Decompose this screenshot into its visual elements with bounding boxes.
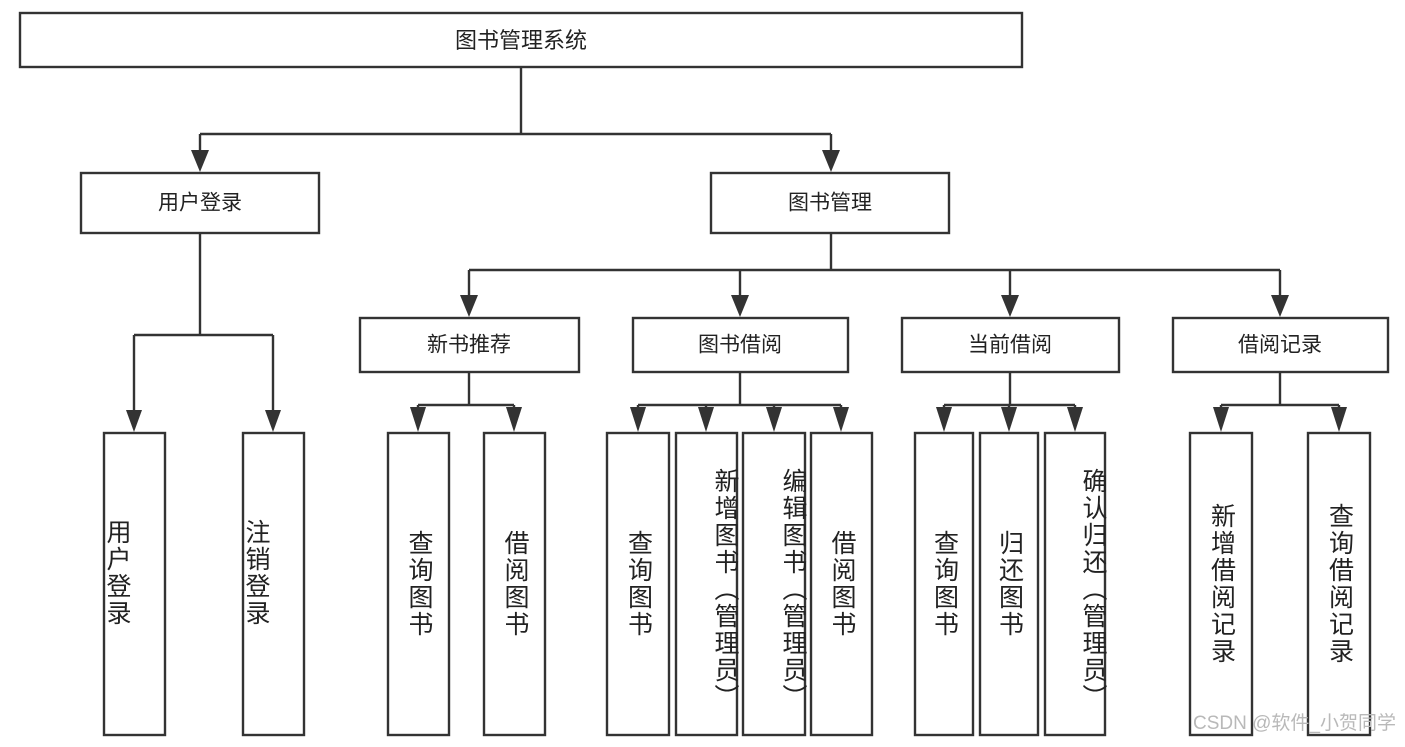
arrow-root-to-book-mgmt bbox=[822, 150, 840, 172]
node-user-login-box[interactable] bbox=[79, 171, 321, 235]
node-borrow-record-label: 借阅记录 bbox=[1238, 334, 1322, 357]
node-borrow-record-box[interactable] bbox=[1171, 316, 1390, 374]
arrow-current-leaf-3 bbox=[1067, 407, 1083, 432]
node-user-login[interactable]: 用户登录 bbox=[79, 171, 321, 235]
arrow-book-mgmt-child-3 bbox=[1001, 295, 1019, 317]
arrow-root-to-user-login bbox=[191, 150, 209, 172]
node-current-borrow-label: 当前借阅 bbox=[968, 334, 1052, 357]
leaf-box-edit-book-admin[interactable] bbox=[741, 431, 807, 737]
node-book-borrow-label: 图书借阅 bbox=[698, 334, 782, 357]
node-root-system-label: 图书管理系统 bbox=[455, 28, 587, 53]
leaf-box-add-borrow-record[interactable] bbox=[1188, 431, 1254, 737]
leaf-box-return-book[interactable] bbox=[978, 431, 1040, 737]
node-book-management-box[interactable] bbox=[709, 171, 951, 235]
leaf-box-logout[interactable] bbox=[241, 431, 306, 737]
arrow-new-book-leaf-2 bbox=[506, 407, 522, 432]
leaf-box-query-book-current[interactable] bbox=[913, 431, 975, 737]
node-new-book-recommend-label: 新书推荐 bbox=[427, 334, 511, 357]
arrow-borrow-leaf-1 bbox=[630, 407, 646, 432]
arrow-record-leaf-1 bbox=[1213, 407, 1229, 432]
csdn-watermark: CSDN @软件_小贺同学 bbox=[1193, 713, 1396, 734]
node-current-borrow[interactable]: 当前借阅 bbox=[900, 316, 1121, 374]
node-new-book-recommend-box[interactable] bbox=[358, 316, 581, 374]
node-current-borrow-box[interactable] bbox=[900, 316, 1121, 374]
arrow-user-login-leaf-1 bbox=[126, 410, 142, 432]
leaf-box-query-book-borrow[interactable] bbox=[605, 431, 671, 737]
arrow-current-leaf-1 bbox=[936, 407, 952, 432]
connector-layer bbox=[126, 67, 1347, 432]
node-borrow-record[interactable]: 借阅记录 bbox=[1171, 316, 1390, 374]
arrow-borrow-leaf-3 bbox=[766, 407, 782, 432]
leaf-box-add-book-admin[interactable] bbox=[674, 431, 739, 737]
leaf-box-borrow-book[interactable] bbox=[809, 431, 874, 737]
arrow-book-mgmt-child-1 bbox=[460, 295, 478, 317]
node-book-management[interactable]: 图书管理 bbox=[709, 171, 951, 235]
node-root-system[interactable]: 图书管理系统 bbox=[18, 11, 1024, 69]
arrow-book-mgmt-child-2 bbox=[731, 295, 749, 317]
node-new-book-recommend[interactable]: 新书推荐 bbox=[358, 316, 581, 374]
leaf-box-borrow-book-newbook[interactable] bbox=[482, 431, 547, 737]
node-book-borrow-box[interactable] bbox=[631, 316, 850, 374]
arrow-borrow-leaf-2 bbox=[698, 407, 714, 432]
node-book-management-label: 图书管理 bbox=[788, 192, 872, 215]
arrow-new-book-leaf-1 bbox=[410, 407, 426, 432]
leaf-box-query-borrow-record[interactable] bbox=[1306, 431, 1372, 737]
leaf-box-user-login[interactable] bbox=[102, 431, 167, 737]
arrow-record-leaf-2 bbox=[1331, 407, 1347, 432]
arrow-book-mgmt-child-4 bbox=[1271, 295, 1289, 317]
node-root-system-box[interactable] bbox=[18, 11, 1024, 69]
leaf-box-confirm-return-admin[interactable] bbox=[1043, 431, 1107, 737]
arrow-user-login-leaf-2 bbox=[265, 410, 281, 432]
node-user-login-label: 用户登录 bbox=[158, 192, 242, 215]
leaf-box-query-book-newbook[interactable] bbox=[386, 431, 451, 737]
node-book-borrow[interactable]: 图书借阅 bbox=[631, 316, 850, 374]
arrow-borrow-leaf-4 bbox=[833, 407, 849, 432]
arrow-current-leaf-2 bbox=[1001, 407, 1017, 432]
